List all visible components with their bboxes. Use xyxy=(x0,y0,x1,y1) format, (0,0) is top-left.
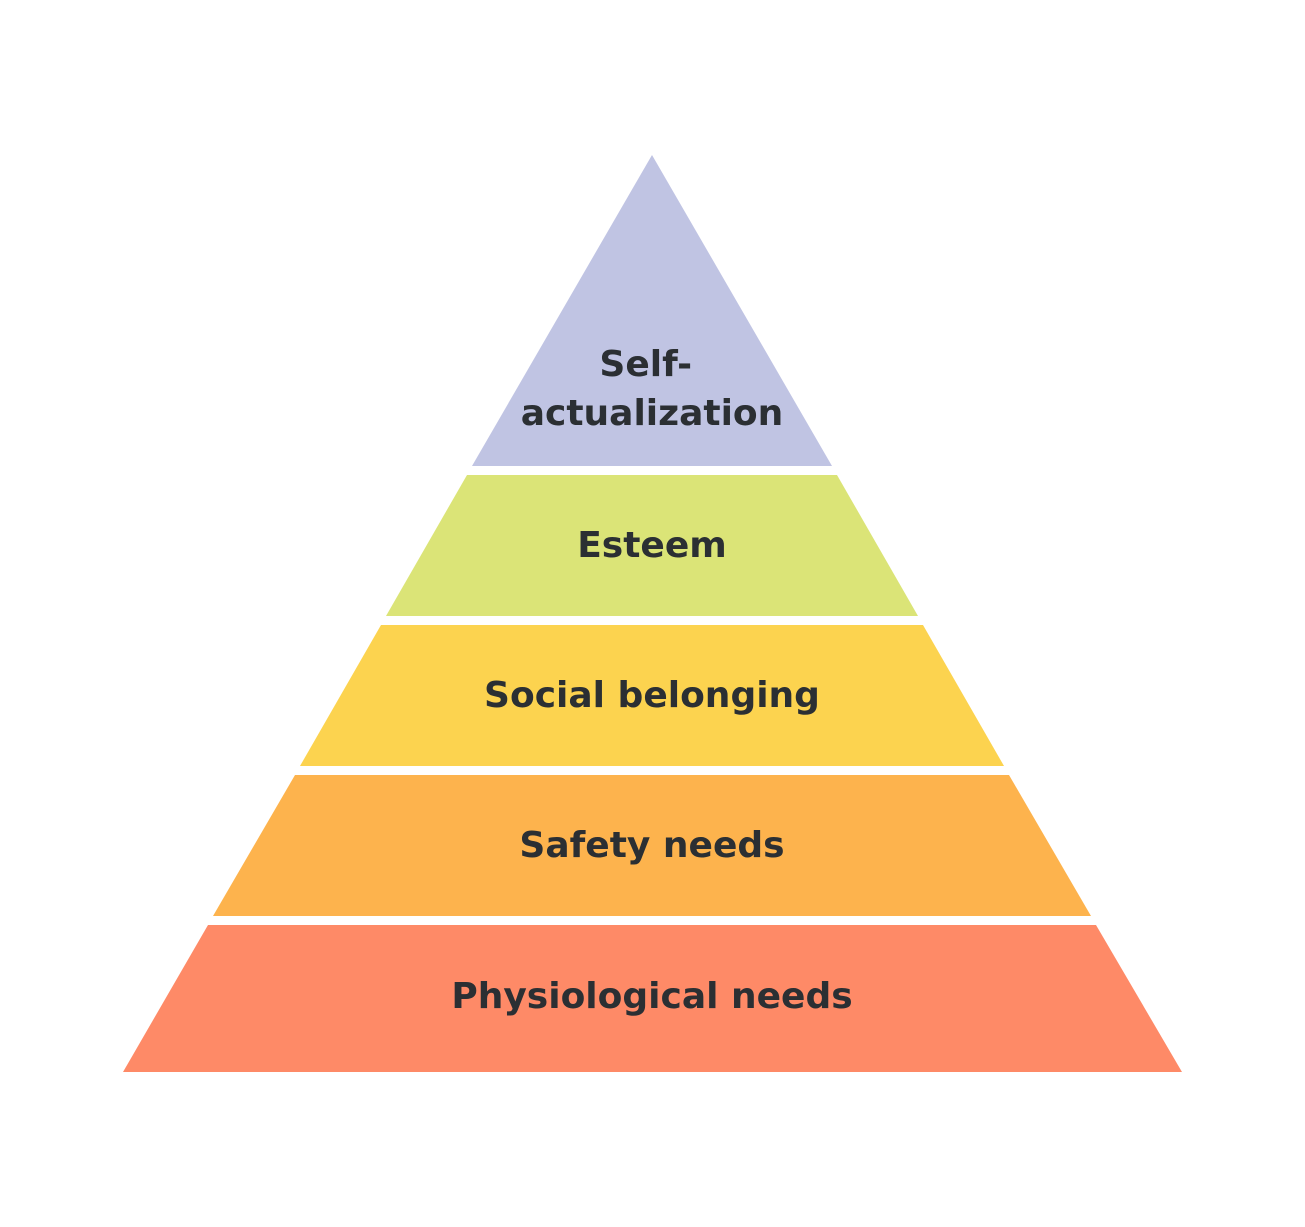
tier-label-line: actualization xyxy=(521,393,784,434)
tier-shape xyxy=(300,625,1004,766)
pyramid-tier-physiological-needs: Physiological needs xyxy=(123,925,1182,1072)
tier-shape xyxy=(213,775,1091,916)
tier-label: Social belonging xyxy=(484,675,820,716)
tier-label-line: Self- xyxy=(599,344,692,385)
tier-label: Safety needs xyxy=(519,825,784,866)
pyramid-tier-social-belonging: Social belonging xyxy=(300,625,1004,766)
tier-shape xyxy=(123,925,1182,1072)
tier-label-line: Safety needs xyxy=(519,825,784,866)
pyramid-tier-safety-needs: Safety needs xyxy=(213,775,1091,916)
tier-label-line: Esteem xyxy=(577,525,727,566)
tier-label: Esteem xyxy=(577,525,727,566)
pyramid-tier-self-actualization: Self- actualization xyxy=(472,155,832,466)
tier-label: Self- actualization xyxy=(521,344,784,434)
pyramid-tier-esteem: Esteem xyxy=(386,475,918,616)
tier-shape xyxy=(386,475,918,616)
tier-label-line: Physiological needs xyxy=(451,976,852,1017)
tier-shape xyxy=(472,155,832,466)
tier-label-line: Social belonging xyxy=(484,675,820,716)
tier-label: Physiological needs xyxy=(451,976,852,1017)
